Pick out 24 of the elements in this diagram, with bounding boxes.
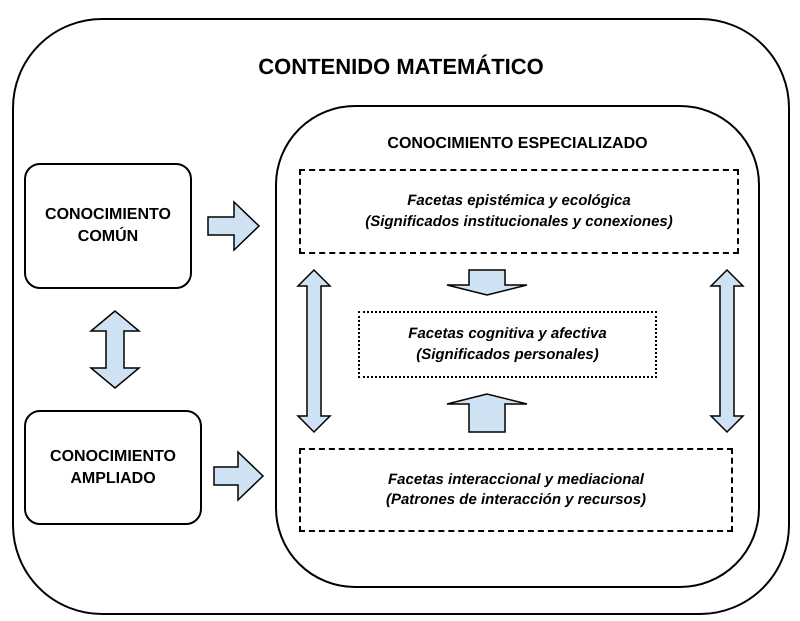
dotted-box [358, 311, 657, 378]
rounded-panel [275, 105, 760, 588]
facet-title: Facetas interaccional y mediacional [388, 470, 644, 490]
facet-description: (Patrones de interacción y recursos) [386, 490, 646, 510]
facet-description: (Significados personales) [416, 344, 599, 364]
dashed-box [299, 448, 733, 532]
block-arrow [446, 269, 528, 296]
panel-heading: CONTENIDO MATEMÁTICO [258, 53, 544, 81]
facet-description: (Significados institucionales y conexiones) [365, 212, 673, 232]
block-arrow [296, 268, 332, 434]
rounded-box [24, 410, 202, 525]
panel-heading: CONOCIMIENTO ESPECIALIZADO [387, 134, 648, 154]
dashed-box [299, 169, 739, 254]
block-arrow [88, 310, 142, 389]
box-label: CONOCIMIENTO AMPLIADO [49, 446, 177, 488]
rounded-box [24, 163, 192, 289]
outer-panel [12, 18, 790, 615]
block-arrow [709, 268, 745, 434]
facet-title: Facetas epistémica y ecológica [407, 191, 631, 212]
block-arrow [446, 393, 528, 433]
block-arrow [207, 200, 260, 252]
facet-title: Facetas cognitiva y afectiva [408, 324, 607, 344]
block-arrow [213, 450, 264, 502]
box-label: CONOCIMIENTO COMÚN [44, 205, 172, 247]
